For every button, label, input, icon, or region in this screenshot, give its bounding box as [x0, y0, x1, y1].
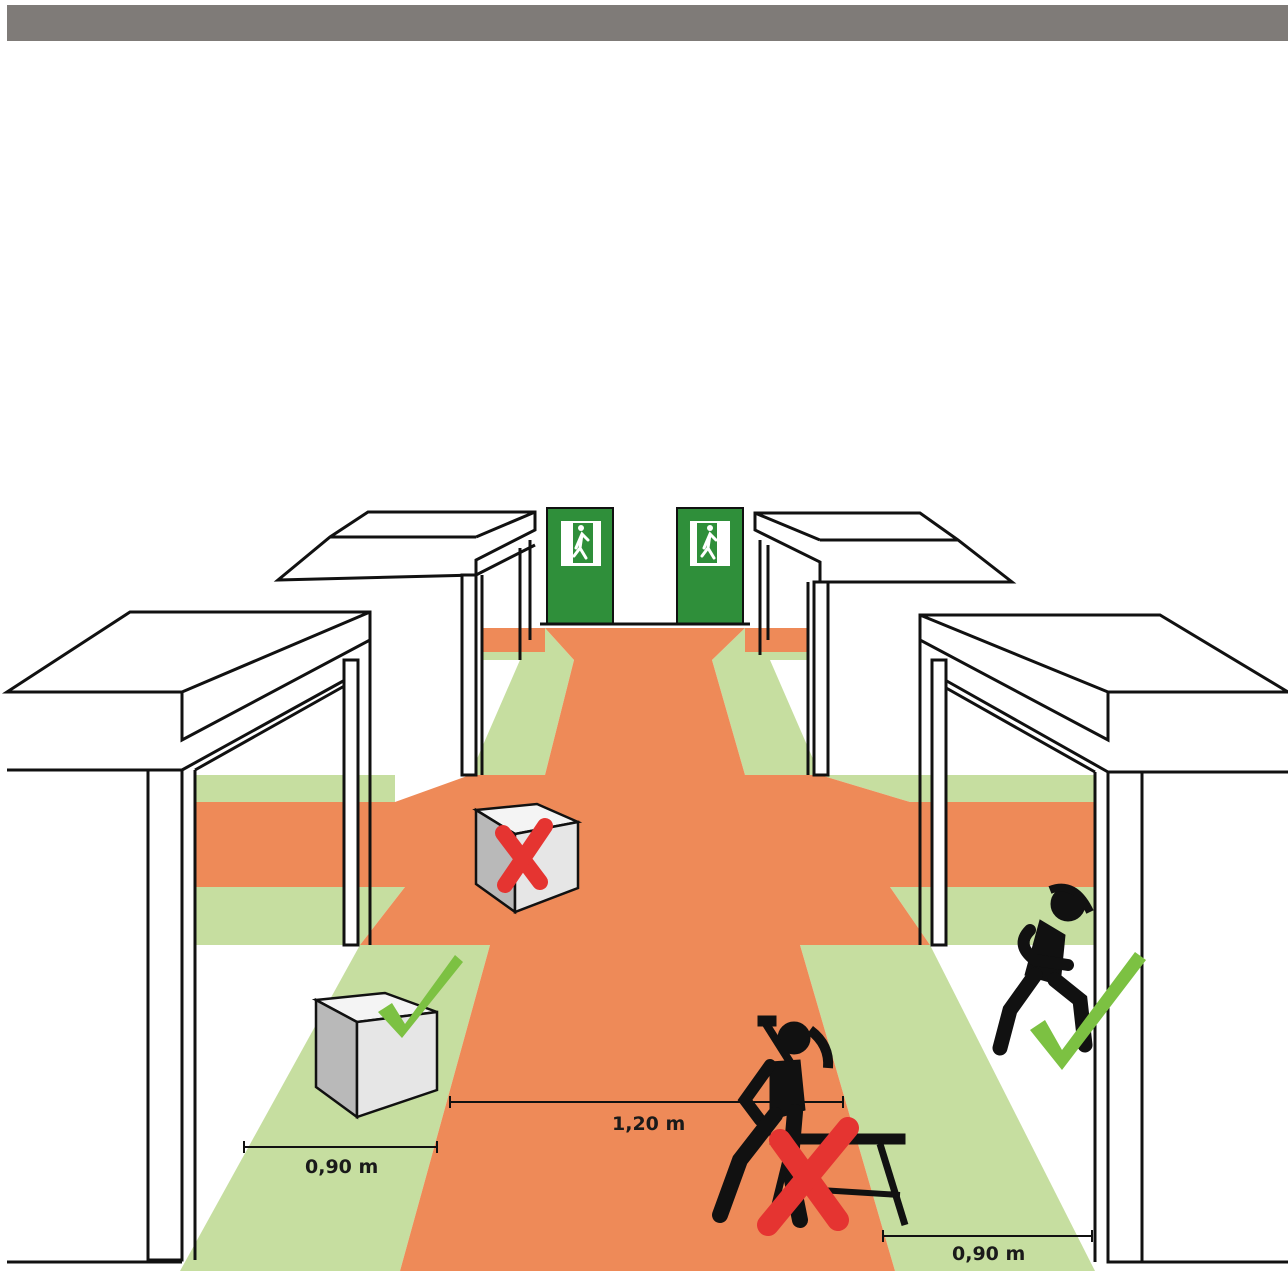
back-right-booth-roof	[753, 511, 1017, 584]
right-dimension-label: 0,90 m	[952, 1243, 1026, 1265]
right-upper-safe-zone	[712, 628, 820, 775]
red-cross-icon	[757, 1117, 859, 1236]
front-right-booth-roof	[918, 613, 1288, 743]
dimension-lines	[243, 1096, 1093, 1242]
booth-structures	[1, 510, 1288, 1264]
exit-doors	[540, 507, 750, 626]
right-corridor-safe-band	[820, 775, 1095, 802]
right-upper-side-route	[745, 628, 808, 652]
running-man-exit-icon	[561, 521, 601, 566]
header-bar	[7, 5, 1288, 41]
front-left-booth-roof	[1, 610, 372, 743]
red-cross-icon	[495, 818, 553, 893]
central-escape-route	[195, 628, 1095, 1271]
back-left-booth-roof	[273, 510, 537, 582]
left-upper-safe-zone	[470, 628, 574, 775]
running-man-exit-icon	[690, 521, 730, 566]
green-check-icon	[1030, 952, 1146, 1070]
center-dimension-label: 1,20 m	[612, 1113, 686, 1135]
stored-box	[311, 991, 439, 1120]
right-lower-safe-zone	[800, 945, 1095, 1271]
left-dimension-label: 0,90 m	[305, 1156, 379, 1178]
green-check-icon	[378, 955, 463, 1038]
left-corridor-safe-band	[195, 775, 395, 802]
left-upper-side-route	[482, 628, 545, 652]
